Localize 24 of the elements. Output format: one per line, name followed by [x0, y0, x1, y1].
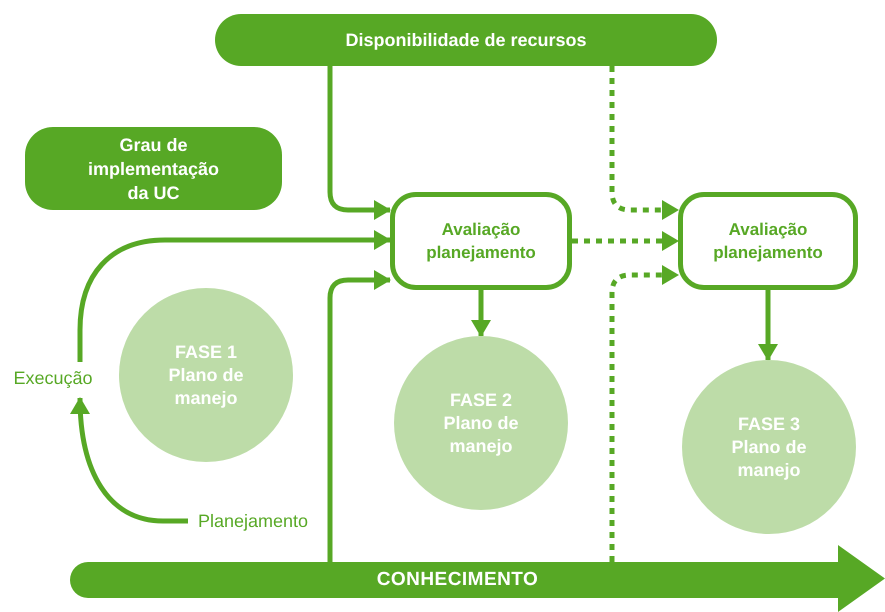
process-box — [678, 192, 858, 290]
arrow — [328, 66, 391, 220]
node-label: Avaliação planejamento — [425, 219, 537, 264]
arrow — [70, 397, 188, 524]
node-label: Disponibilidade de recursos — [345, 29, 587, 52]
title-box — [25, 127, 282, 210]
arrow — [78, 230, 391, 362]
title-box — [215, 14, 717, 66]
step-label: Execução — [13, 366, 93, 390]
arrow — [758, 290, 778, 361]
node-label: FASE 1 Plano de manejo — [167, 340, 244, 410]
node-label: FASE 3 Plano de manejo — [730, 412, 808, 482]
node-label: FASE 2 Plano de manejo — [442, 388, 520, 458]
node-label: CONHECIMENTO — [376, 568, 538, 592]
node-label: Avaliação planejamento — [712, 219, 824, 264]
arrow — [610, 66, 679, 220]
step-label: Planejamento — [198, 510, 308, 533]
timeline-arrow — [70, 545, 885, 612]
arrow — [328, 270, 391, 562]
arrow — [471, 290, 491, 337]
arrow — [572, 231, 679, 251]
process-box — [390, 192, 572, 290]
node-label: Grau de implementação da UC — [88, 134, 220, 204]
arrow — [610, 265, 679, 562]
